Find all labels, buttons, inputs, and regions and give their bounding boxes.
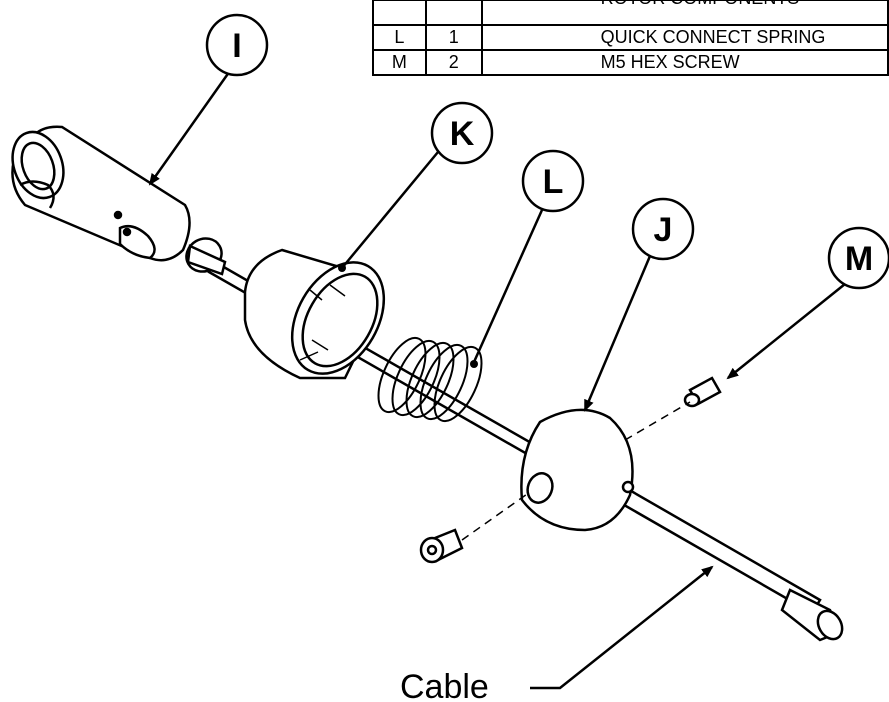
parts-table-row: ROTOR COMPONENTS [372, 0, 889, 26]
parts-table-row: M 2 M5 HEX SCREW [372, 49, 889, 76]
part-m-screw-upper [683, 376, 722, 408]
part-i-sleeve [11, 125, 191, 262]
leader-dot-l [470, 360, 478, 368]
cable-label: Cable [400, 668, 489, 702]
shaft-end-knob [185, 237, 227, 276]
part-k-cup [243, 248, 386, 380]
callout-l: L [521, 149, 585, 213]
callout-k-label: K [450, 115, 475, 153]
part-m-screw-lower [419, 528, 464, 564]
qty-cell: 2 [424, 49, 483, 76]
qty-cell [424, 0, 483, 26]
callout-j-label: J [654, 211, 673, 249]
parts-table-row: L 1 QUICK CONNECT SPRING [372, 24, 889, 51]
part-l-spring [377, 336, 483, 423]
callout-k: K [430, 101, 494, 165]
callout-i: I [205, 13, 269, 77]
description-cell: QUICK CONNECT SPRING [480, 24, 889, 51]
callout-m: M [827, 226, 889, 290]
part-j-cone [520, 408, 635, 532]
parts-table: ROTOR COMPONENTS L 1 QUICK CONNECT SPRIN… [372, 0, 889, 76]
description-cell: M5 HEX SCREW [480, 49, 889, 76]
callout-m-label: M [845, 240, 873, 278]
description-cell: ROTOR COMPONENTS [480, 0, 889, 12]
cable-end-fitting [780, 588, 844, 642]
item-cell: M [372, 49, 427, 76]
callout-i-label: I [232, 27, 241, 65]
leader-lines [148, 67, 846, 690]
assembly-lines [461, 401, 691, 541]
leader-dot-k [338, 264, 346, 272]
callout-j: J [631, 197, 695, 261]
item-cell: L [372, 24, 427, 51]
callout-l-label: L [543, 163, 564, 201]
qty-cell: 1 [424, 24, 483, 51]
item-cell [372, 0, 427, 26]
